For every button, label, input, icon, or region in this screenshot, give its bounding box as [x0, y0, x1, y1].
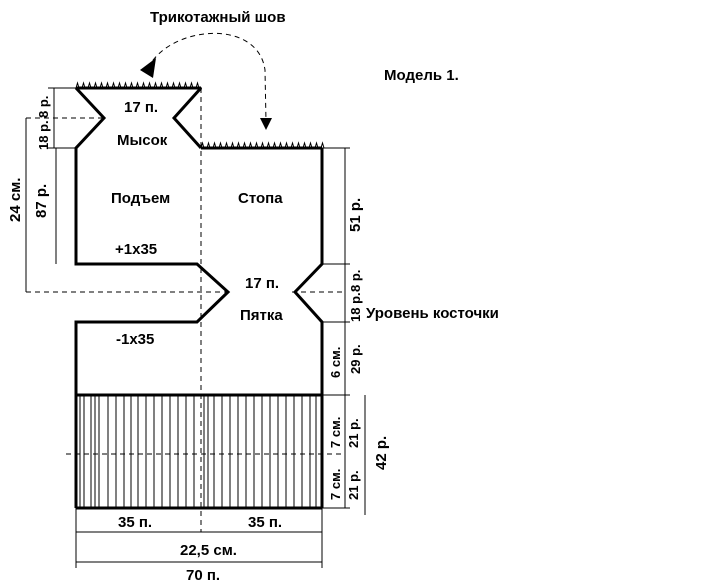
ankle-level-label: Уровень косточки — [366, 305, 499, 322]
heel-stitches-label: 17 п. — [245, 275, 279, 292]
heel-rows: 18 р. — [348, 292, 363, 322]
instep-rows: 87 р. — [33, 184, 50, 218]
right-dimensions — [322, 147, 366, 515]
foot-label: Стопа — [238, 190, 283, 207]
rib-lower-rows: 21 р. — [346, 470, 361, 500]
bottom-dimensions — [75, 508, 323, 568]
decrease-label: -1х35 — [116, 331, 154, 348]
increase-label: +1х35 — [115, 241, 157, 258]
height-cm: 24 см. — [7, 178, 24, 222]
leg-cm: 6 см. — [328, 347, 343, 378]
rib-upper-cm: 7 см. — [328, 417, 343, 448]
top-stitches-label: 17 п. — [124, 99, 158, 116]
instep-label: Подъем — [111, 190, 170, 207]
seam-edge-right — [200, 141, 325, 150]
foot-rows: 51 р. — [347, 198, 364, 232]
seam-label: Трикотажный шов — [150, 9, 286, 26]
right-half-stitches: 35 п. — [248, 514, 282, 531]
leg-rows: 29 р. — [348, 344, 363, 374]
diagram-title: Модель 1. — [384, 67, 459, 84]
total-stitches: 70 п. — [186, 567, 220, 584]
toe-rows: 18 р. — [36, 120, 51, 150]
heel-label: Пятка — [240, 307, 283, 324]
seam-edge-left — [75, 81, 202, 90]
heel-narrow-rows: 8 р. — [348, 270, 363, 292]
rib-lower-cm: 7 см. — [328, 469, 343, 500]
left-dimensions — [25, 87, 76, 292]
ribbing-pattern — [79, 395, 317, 508]
left-half-stitches: 35 п. — [118, 514, 152, 531]
width-cm: 22,5 см. — [180, 542, 237, 559]
seam-arrow — [140, 32, 272, 130]
toe-label: Мысок — [117, 132, 168, 149]
top-narrow-rows: 8 р. — [36, 96, 51, 118]
sock-outline — [74, 86, 324, 510]
rib-upper-rows: 21 р. — [346, 418, 361, 448]
rib-total-rows: 42 р. — [373, 436, 390, 470]
